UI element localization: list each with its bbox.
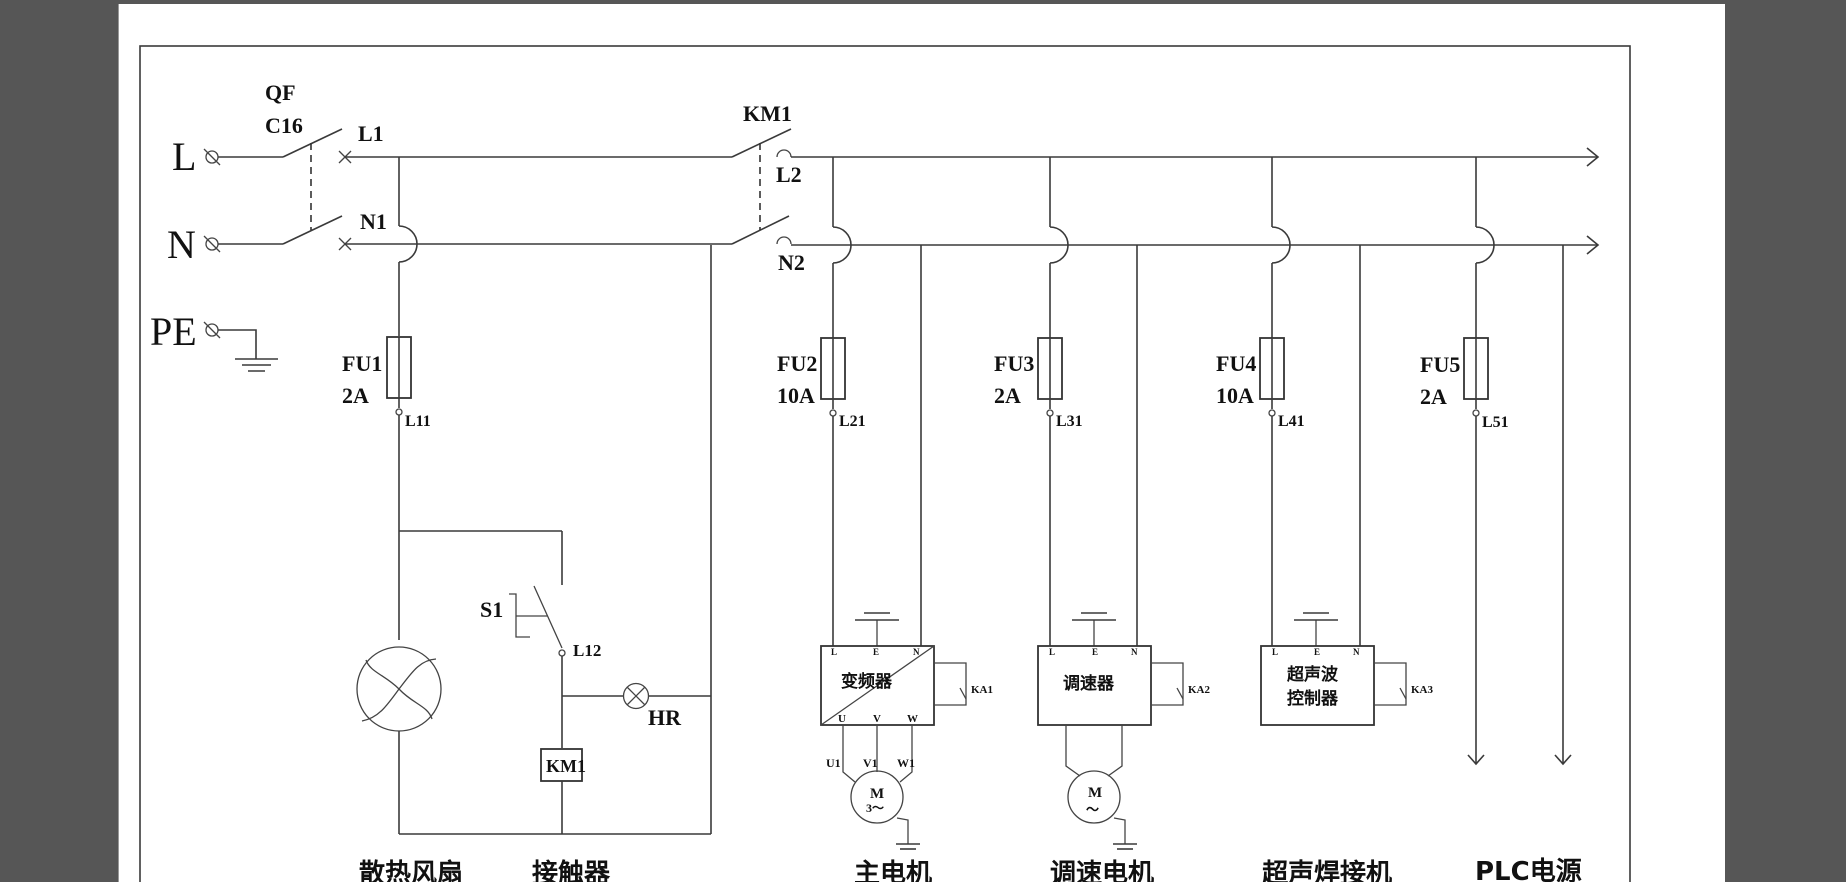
terminal-E: E <box>1314 647 1320 657</box>
breaker-out-N: N1 <box>360 209 387 234</box>
terminal-L: L <box>1272 647 1278 657</box>
fuse-4-node: L41 <box>1278 413 1305 430</box>
wire-crossover-icon <box>1049 226 1069 264</box>
wire-W1: W1 <box>897 756 915 770</box>
fan-icon <box>356 646 442 732</box>
fuse-2-node: L21 <box>839 413 866 430</box>
ultrasonic-label-2: 控制器 <box>1287 688 1339 709</box>
fuse-4-name: FU4 <box>1216 351 1256 376</box>
fuse-3-name: FU3 <box>994 351 1034 376</box>
terminal-N-icon <box>203 235 221 253</box>
fuse-1-name: FU1 <box>342 351 382 376</box>
terminal-N: N <box>1353 647 1360 657</box>
label-L: L <box>172 134 196 179</box>
fuse-5-node: L51 <box>1482 414 1509 431</box>
lamp-HR-icon <box>622 682 650 710</box>
contactor-out-L: L2 <box>776 162 802 187</box>
caption-ultrasonic-welder: 超声焊接机 <box>1262 859 1392 882</box>
fuse-5-rating: 2A <box>1420 384 1447 409</box>
caption-plc-power: PLC电源 <box>1475 857 1582 882</box>
fuse-2-rating: 10A <box>777 383 815 408</box>
breaker-QF-icon <box>218 128 352 251</box>
fuse-3-node: L31 <box>1056 413 1083 430</box>
terminal-W: W <box>907 713 918 725</box>
branch-FU1 <box>386 157 712 835</box>
ground-PE-icon <box>218 329 278 372</box>
wire-U1: U1 <box>826 756 841 770</box>
node-dot-icon <box>1268 409 1276 417</box>
breaker-out-L: L1 <box>358 121 384 146</box>
motor-3ph-icon <box>842 725 920 850</box>
speed-controller-device <box>1037 645 1184 850</box>
switch-S1-icon <box>509 585 566 657</box>
coil-label: KM1 <box>546 756 586 776</box>
wire-crossover-icon <box>1475 226 1495 264</box>
caption-speed-motor: 调速电机 <box>1050 859 1154 882</box>
caption-main-motor: 主电机 <box>854 859 932 882</box>
label-PE: PE <box>150 309 197 354</box>
relay-KA3: KA3 <box>1411 684 1434 696</box>
arrow-PLC-N-icon <box>1554 754 1572 766</box>
contactor-name: KM1 <box>743 101 792 126</box>
speed-controller-label: 调速器 <box>1063 673 1115 694</box>
terminal-L: L <box>831 647 837 657</box>
wire-crossover-icon <box>832 226 852 264</box>
motor-1-label: M <box>870 786 884 802</box>
node-dot-icon <box>1472 409 1480 417</box>
terminal-E: E <box>873 647 879 657</box>
relay-KA1: KA1 <box>971 684 993 696</box>
motor-1-sub: 3～ <box>866 801 884 815</box>
node-dot-icon <box>1046 409 1054 417</box>
wire-V1: V1 <box>863 756 878 770</box>
fuse-2-name: FU2 <box>777 351 817 376</box>
breaker-rating: C16 <box>265 113 303 138</box>
fuse-1-rating: 2A <box>342 383 369 408</box>
arrow-PLC-L-icon <box>1467 754 1485 766</box>
terminal-L-icon <box>203 148 221 166</box>
contactor-KM1-contacts-icon <box>731 128 792 245</box>
coil-KM1 <box>540 748 583 782</box>
switch-node: L12 <box>573 641 601 660</box>
terminal-L: L <box>1049 647 1055 657</box>
terminal-E: E <box>1092 647 1098 657</box>
node-dot-icon <box>829 409 837 417</box>
wire-crossover-icon <box>1271 226 1291 264</box>
motor-2-label: M <box>1088 785 1102 801</box>
terminal-N: N <box>1131 647 1138 657</box>
terminal-PE-icon <box>203 321 221 339</box>
caption-fan: 散热风扇 <box>359 858 463 882</box>
label-N: N <box>167 222 196 267</box>
drawing-frame <box>139 45 1631 882</box>
fuse-1-node: L11 <box>405 413 431 430</box>
ultrasonic-controller-device <box>1260 645 1407 726</box>
caption-contactor: 接触器 <box>532 859 611 882</box>
contactor-out-N: N2 <box>778 250 805 275</box>
arrow-L2-icon <box>1586 147 1600 167</box>
fuse-4-rating: 10A <box>1216 383 1254 408</box>
arrow-N2-icon <box>1586 235 1600 255</box>
inverter-label: 变频器 <box>841 671 893 692</box>
fuse-5-name: FU5 <box>1420 352 1460 377</box>
feeder-columns <box>820 157 1564 764</box>
ultrasonic-label-1: 超声波 <box>1287 664 1339 685</box>
terminal-U: U <box>838 713 846 725</box>
lamp-label: HR <box>648 705 682 730</box>
fuse-3-rating: 2A <box>994 383 1021 408</box>
terminal-V: V <box>873 713 881 725</box>
relay-KA2: KA2 <box>1188 684 1211 696</box>
breaker-name: QF <box>265 80 296 105</box>
motor-2-sub: ～ <box>1086 802 1099 817</box>
terminal-N: N <box>913 647 920 657</box>
switch-label: S1 <box>480 597 503 622</box>
